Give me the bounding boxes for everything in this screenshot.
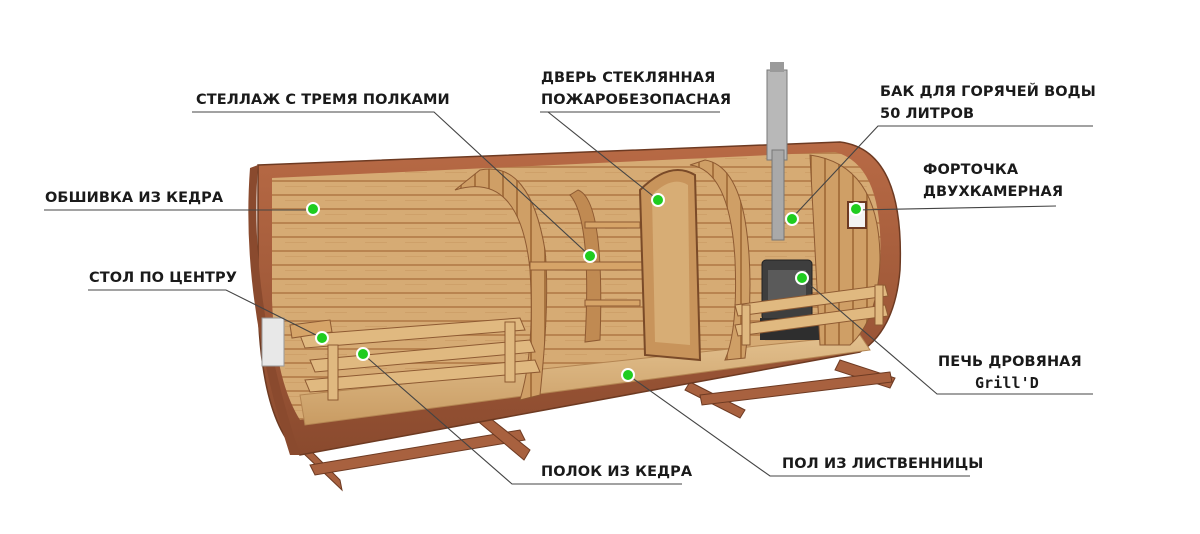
label-shelf-rack: СТЕЛЛАЖ С ТРЕМЯ ПОЛКАМИ bbox=[196, 92, 450, 108]
label-water-tank-line1: БАК ДЛЯ ГОРЯЧЕЙ ВОДЫ bbox=[880, 84, 1096, 100]
label-window-line2: ДВУХКАМЕРНАЯ bbox=[923, 184, 1064, 200]
leader-shelf-rack bbox=[192, 111, 591, 257]
markers bbox=[306, 193, 863, 382]
marker-cedar-bench bbox=[356, 347, 370, 361]
marker-larch-floor bbox=[621, 368, 635, 382]
leader-water-tank bbox=[791, 125, 1093, 219]
left-side-panel bbox=[261, 317, 285, 367]
marker-water-tank bbox=[785, 212, 799, 226]
cedar-bench-right bbox=[734, 284, 889, 346]
left-end-ring bbox=[248, 165, 300, 455]
marker-cedar-lining bbox=[306, 202, 320, 216]
leader-glass-door-diag bbox=[547, 111, 659, 201]
leader-stove bbox=[801, 277, 1093, 395]
marker-stove bbox=[795, 271, 809, 285]
leader-lines bbox=[44, 111, 1093, 485]
label-glass-door-line1: ДВЕРЬ СТЕКЛЯННАЯ bbox=[541, 70, 716, 86]
leader-larch-floor bbox=[627, 374, 970, 477]
chimney bbox=[766, 62, 788, 241]
label-cedar-lining: ОБШИВКА ИЗ КЕДРА bbox=[45, 190, 224, 206]
label-stove-line1: ПЕЧЬ ДРОВЯНАЯ bbox=[938, 354, 1082, 370]
label-center-table: СТОЛ ПО ЦЕНТРУ bbox=[89, 270, 238, 286]
label-glass-door-line2: ПОЖАРОБЕЗОПАСНАЯ bbox=[541, 92, 732, 108]
leader-cedar-bench bbox=[362, 353, 682, 485]
label-stove-brand: Grill'D bbox=[975, 374, 1039, 392]
base-skids bbox=[299, 359, 896, 492]
leader-window bbox=[855, 205, 1057, 211]
label-larch-floor: ПОЛ ИЗ ЛИСТВЕННИЦЫ bbox=[782, 456, 984, 472]
marker-window bbox=[849, 202, 863, 216]
cedar-bench-left bbox=[289, 317, 541, 401]
marker-glass-door bbox=[651, 193, 665, 207]
sauna-illustration bbox=[248, 62, 902, 492]
label-water-tank-line2: 50 ЛИТРОВ bbox=[880, 106, 975, 122]
label-cedar-bench: ПОЛОК ИЗ КЕДРА bbox=[541, 464, 693, 480]
shelf-rack bbox=[529, 189, 696, 343]
marker-center-table bbox=[315, 331, 329, 345]
label-window-line1: ФОРТОЧКА bbox=[923, 162, 1019, 178]
leader-center-table bbox=[88, 289, 323, 339]
partition-right bbox=[689, 159, 751, 361]
marker-shelf-rack bbox=[583, 249, 597, 263]
